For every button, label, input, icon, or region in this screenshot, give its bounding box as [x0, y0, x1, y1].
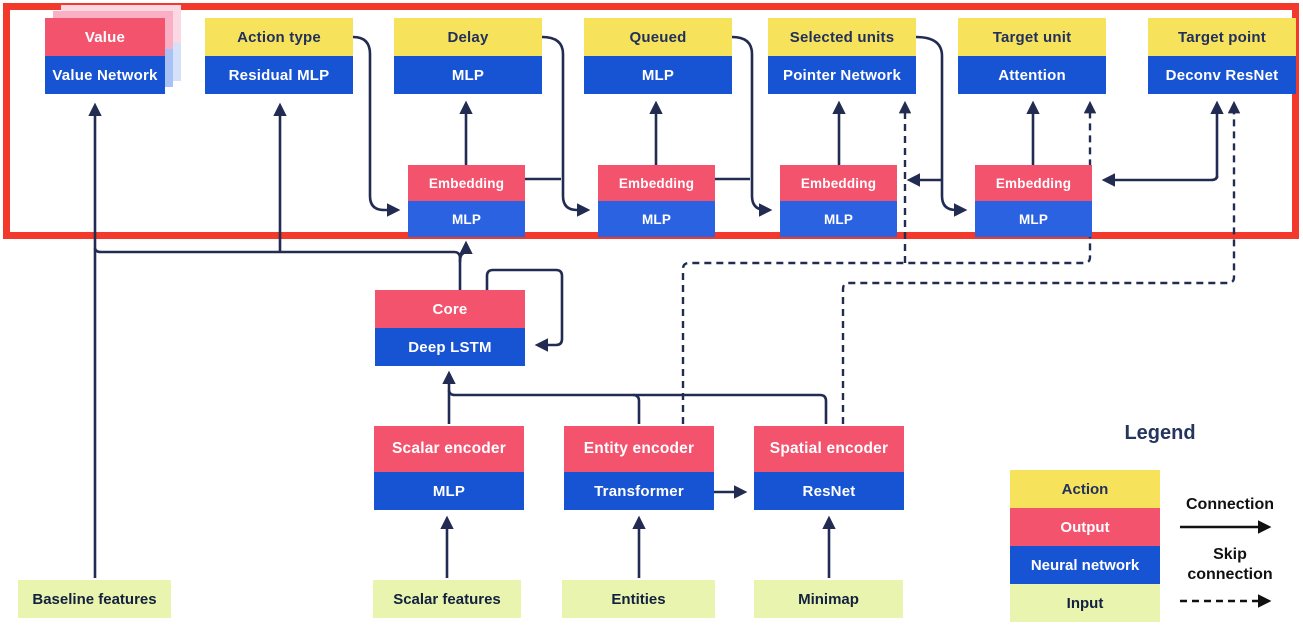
deep-lstm-label: Deep LSTM [375, 328, 525, 366]
block-value: Value Value Network [45, 5, 181, 94]
legend-connection-label: Connection [1186, 496, 1274, 513]
legend-item-neural-network: Neural network [1010, 546, 1160, 584]
value-output-label: Value [45, 18, 165, 56]
legend-item-action: Action [1010, 470, 1160, 508]
wire-queued-to-emb3 [731, 35, 773, 217]
action-type-label: Action type [205, 18, 353, 56]
wire-core-self-loop [485, 268, 564, 352]
wire-core-to-embedding1 [458, 240, 473, 263]
wire-core-distribution [93, 247, 462, 290]
scalar-mlp-label: MLP [374, 472, 524, 510]
input-entities: Entities [562, 580, 715, 618]
embedding-4-label: Embedding [975, 165, 1092, 201]
pointer-network-label: Pointer Network [768, 56, 916, 94]
wire-emb4-feedback [1101, 173, 1219, 187]
block-embedding-2: Embedding MLP [598, 165, 715, 237]
spatial-encoder-label: Spatial encoder [754, 426, 904, 472]
block-target-unit: Target unit Attention [958, 18, 1106, 94]
wire-encoder-merge [447, 389, 828, 424]
scalar-encoder-label: Scalar encoder [374, 426, 524, 472]
block-entity-encoder: Entity encoder Transformer [564, 426, 714, 510]
block-embedding-1: Embedding MLP [408, 165, 525, 237]
selected-units-label: Selected units [768, 18, 916, 56]
input-scalar-features: Scalar features [373, 580, 521, 618]
block-spatial-encoder: Spatial encoder ResNet [754, 426, 904, 510]
entity-encoder-label: Entity encoder [564, 426, 714, 472]
value-network-label: Value Network [45, 56, 165, 94]
delay-mlp-label: MLP [394, 56, 542, 94]
resnet-label: ResNet [754, 472, 904, 510]
wire-selected-to-emb4 [915, 35, 968, 217]
embedding-1-mlp-label: MLP [408, 201, 525, 237]
block-scalar-encoder: Scalar encoder MLP [374, 426, 524, 510]
embedding-3-mlp-label: MLP [780, 201, 897, 237]
wire-entity-join [632, 393, 641, 424]
skip-spatial-to-deconv [841, 100, 1241, 424]
block-embedding-3: Embedding MLP [780, 165, 897, 237]
deconv-resnet-label: Deconv ResNet [1148, 56, 1296, 94]
input-baseline-features: Baseline features [18, 580, 171, 618]
embedding-2-label: Embedding [598, 165, 715, 201]
queued-mlp-label: MLP [584, 56, 732, 94]
legend-skip-label-line2: connection [1187, 566, 1273, 583]
embedding-1-label: Embedding [408, 165, 525, 201]
wire-delay-to-emb2 [541, 35, 591, 217]
legend-item-input: Input [1010, 584, 1160, 622]
target-unit-label: Target unit [958, 18, 1106, 56]
target-point-label: Target point [1148, 18, 1296, 56]
block-embedding-4: Embedding MLP [975, 165, 1092, 237]
block-delay: Delay MLP [394, 18, 542, 94]
transformer-label: Transformer [564, 472, 714, 510]
embedding-3-label: Embedding [780, 165, 897, 201]
wire-actiontype-to-emb1 [352, 35, 401, 217]
skip-entity-main [681, 100, 1097, 424]
attention-label: Attention [958, 56, 1106, 94]
legend-item-output: Output [1010, 508, 1160, 546]
block-action-type: Action type Residual MLP [205, 18, 353, 94]
block-core: Core Deep LSTM [375, 290, 525, 366]
block-target-point: Target point Deconv ResNet [1148, 18, 1296, 94]
legend-skip-label-line1: Skip [1213, 546, 1247, 563]
residual-mlp-label: Residual MLP [205, 56, 353, 94]
block-selected-units: Selected units Pointer Network [768, 18, 916, 94]
block-queued: Queued MLP [584, 18, 732, 94]
input-minimap: Minimap [754, 580, 903, 618]
embedding-2-mlp-label: MLP [598, 201, 715, 237]
queued-label: Queued [584, 18, 732, 56]
delay-label: Delay [394, 18, 542, 56]
core-label: Core [375, 290, 525, 328]
legend-title: Legend [1124, 422, 1196, 444]
embedding-4-mlp-label: MLP [975, 201, 1092, 237]
